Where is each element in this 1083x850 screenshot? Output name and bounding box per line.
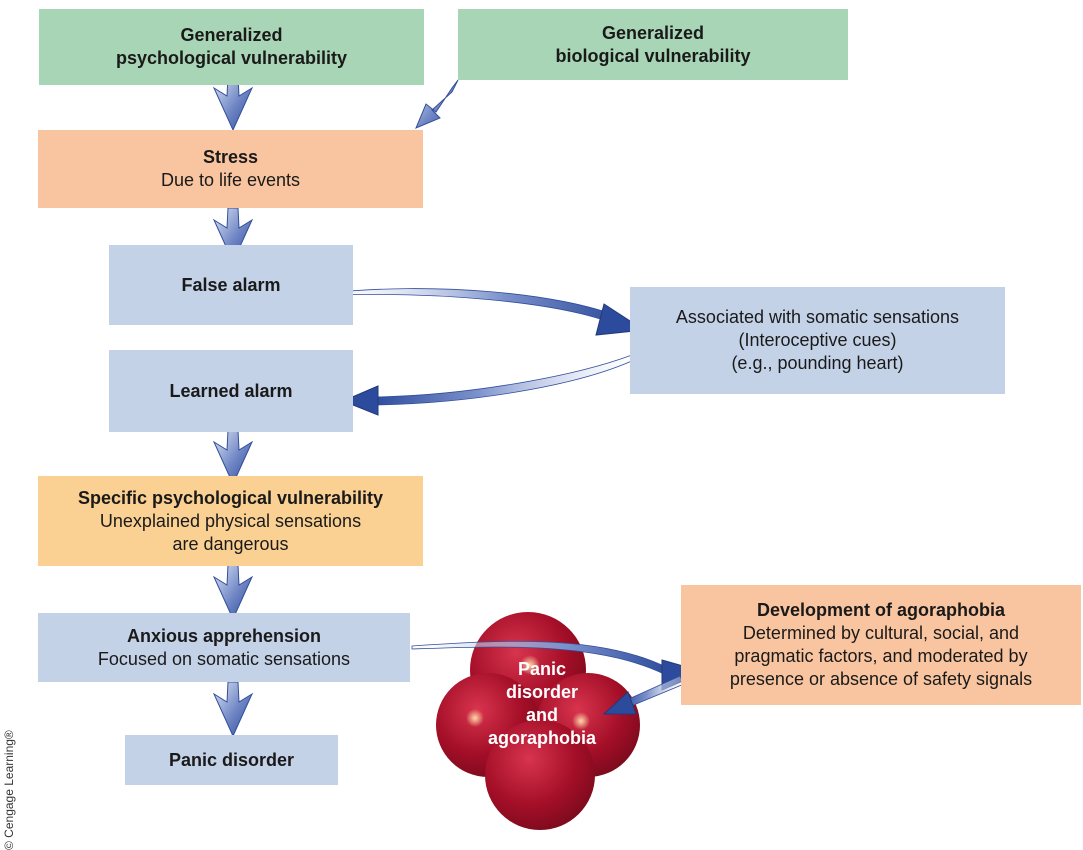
learned-alarm-title: Learned alarm xyxy=(169,380,293,401)
anxious-apprehension-title: Anxious apprehension xyxy=(126,625,322,646)
down-arrow-3 xyxy=(212,429,254,486)
somatic-line-1: Associated with somatic sensations xyxy=(675,307,960,327)
copyright-credit: © Cengage Learning® xyxy=(2,730,16,850)
somatic-line-2: (Interoceptive cues) xyxy=(738,330,897,350)
agoraphobia-subtitle: Determined by cultural, social, and prag… xyxy=(729,623,1033,689)
anxious-apprehension-box: Anxious apprehension Focused on somatic … xyxy=(38,613,410,682)
somatic-line-3: (e.g., pounding heart) xyxy=(731,353,904,373)
panic-disorder-box: Panic disorder xyxy=(125,735,338,785)
development-of-agoraphobia-box: Development of agoraphobia Determined by… xyxy=(681,585,1081,705)
generalized-psychological-vulnerability-title: Generalized psychological vulnerability xyxy=(115,25,348,68)
stress-box: Stress Due to life events xyxy=(38,130,423,208)
generalized-biological-vulnerability-title: Generalized biological vulnerability xyxy=(555,22,751,66)
panic-agoraphobia-cluster xyxy=(436,612,640,830)
stress-subtitle: Due to life events xyxy=(160,170,301,190)
diagonal-arrow-biological-to-stress xyxy=(415,79,459,129)
anxious-apprehension-subtitle: Focused on somatic sensations xyxy=(97,648,351,669)
false-alarm-box: False alarm xyxy=(109,245,353,325)
specific-vulnerability-title: Specific psychological vulnerability xyxy=(77,487,384,508)
somatic-sensations-box: Associated with somatic sensations (Inte… xyxy=(630,287,1005,394)
false-alarm-title: False alarm xyxy=(181,274,281,295)
sweep-arrow-somatic-to-learned xyxy=(341,354,635,416)
learned-alarm-box: Learned alarm xyxy=(109,350,353,432)
down-arrow-5 xyxy=(212,681,254,738)
down-arrow-4 xyxy=(212,564,254,621)
agoraphobia-title: Development of agoraphobia xyxy=(756,600,1006,620)
specific-vulnerability-subtitle: Unexplained physical sensations are dang… xyxy=(99,510,362,554)
sweep-arrow-false-to-somatic xyxy=(327,288,646,336)
down-arrow-2 xyxy=(212,207,254,264)
panic-disorder-title: Panic disorder xyxy=(168,749,295,770)
specific-psychological-vulnerability-box: Specific psychological vulnerability Une… xyxy=(38,476,423,566)
stress-title: Stress xyxy=(202,147,259,167)
generalized-biological-vulnerability-box: Generalized biological vulnerability xyxy=(458,9,848,80)
generalized-psychological-vulnerability-box: Generalized psychological vulnerability xyxy=(39,9,424,85)
panic-agoraphobia-label: Panic disorder and agoraphobia xyxy=(487,659,596,748)
